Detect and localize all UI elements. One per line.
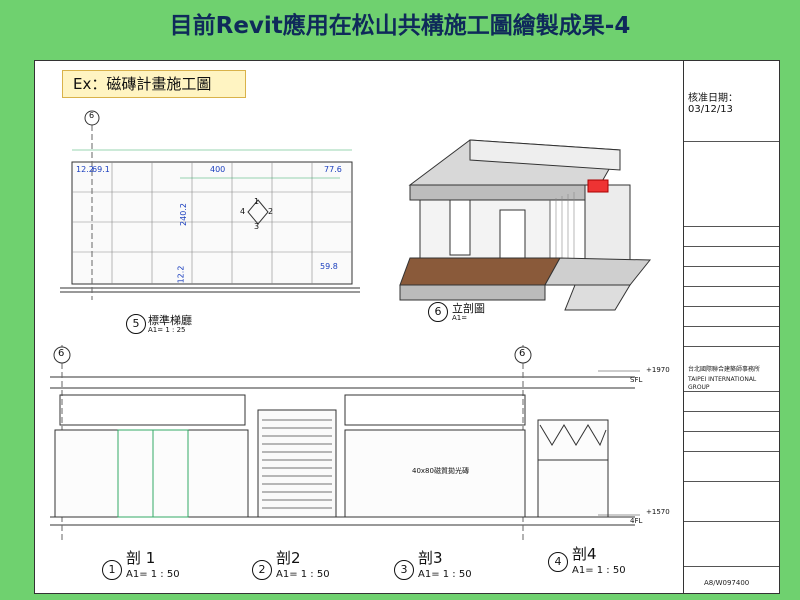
elevation-view-scale: A1= bbox=[452, 314, 468, 322]
plan-view-drawing bbox=[60, 125, 360, 300]
plan-view-number: 5 bbox=[126, 314, 146, 334]
section-grid-bubble-left: 6 bbox=[58, 348, 65, 359]
approval-value: 03/12/13 bbox=[688, 104, 733, 115]
section-4-scale: A1= 1 : 50 bbox=[572, 565, 626, 576]
plan-dim-top-left: 12.2 bbox=[76, 165, 94, 174]
firm-name-en: TAIPEI INTERNATIONAL GROUP bbox=[688, 376, 757, 391]
section-2-name: 剖2 bbox=[276, 549, 301, 567]
elevation-view-name: 立剖圖 bbox=[452, 302, 485, 315]
plan-direction-2: 2 bbox=[268, 207, 274, 216]
plan-dim-top-right: 77.6 bbox=[324, 165, 342, 174]
plan-dim-bottom-right: 59.8 bbox=[320, 262, 338, 271]
plan-dim-left-vertical: 240.2 bbox=[178, 203, 188, 226]
elevation-3d-drawing bbox=[399, 139, 652, 311]
plan-grid-bubble: 6 bbox=[89, 111, 95, 120]
slide-title: 目前Revit應用在松山共構施工圖繪製成果-4 bbox=[169, 13, 631, 39]
firm-name-cn: 台北國際聯合建築師事務所 bbox=[688, 366, 761, 373]
title-block: 核准日期：03/12/13 台北國際聯合建築師事務所 TAIPEI INTERN… bbox=[683, 61, 779, 593]
section-grid-bubble-right: 6 bbox=[519, 348, 526, 359]
section-4-name: 剖4 bbox=[572, 545, 597, 563]
section-3-scale: A1= 1 : 50 bbox=[418, 569, 472, 580]
plan-view-name: 標準梯廳 bbox=[148, 314, 192, 327]
level-top-value: +1970 bbox=[646, 366, 670, 374]
plan-view-scale: A1= 1 : 25 bbox=[148, 326, 186, 334]
plan-dim-top-left-2: 69.1 bbox=[92, 165, 110, 174]
plan-direction-3: 3 bbox=[254, 222, 260, 231]
section-4-number: 4 bbox=[548, 552, 568, 572]
section-1-scale: A1= 1 : 50 bbox=[126, 569, 180, 580]
section-1-name: 剖 1 bbox=[126, 549, 156, 567]
level-bottom-tag: 4FL bbox=[630, 517, 643, 525]
section-1-number: 1 bbox=[102, 560, 122, 580]
section-2-scale: A1= 1 : 50 bbox=[276, 569, 330, 580]
plan-direction-1: 1 bbox=[254, 197, 260, 206]
approval-date: 核准日期：03/12/13 bbox=[688, 89, 779, 115]
approval-label: 核准日期： bbox=[688, 93, 738, 104]
section-3-number: 3 bbox=[394, 560, 414, 580]
sections-drawing bbox=[50, 345, 640, 540]
level-top-tag: SFL bbox=[630, 376, 643, 384]
section-3-name: 剖3 bbox=[418, 549, 443, 567]
elevation-view-number: 6 bbox=[428, 302, 448, 322]
tile-note: 40x80磁質拋光磚 bbox=[412, 467, 469, 475]
section-2-number: 2 bbox=[252, 560, 272, 580]
plan-direction-4: 4 bbox=[240, 207, 246, 216]
example-label-box: Ex：磁磚計畫施工圖 bbox=[62, 70, 246, 98]
level-bottom-value: +1570 bbox=[646, 508, 670, 516]
sheet-number: A8/W097400 bbox=[704, 579, 750, 587]
plan-dim-top-mid: 400 bbox=[210, 165, 226, 174]
plan-dim-bottom-left: 12.2 bbox=[176, 265, 186, 284]
